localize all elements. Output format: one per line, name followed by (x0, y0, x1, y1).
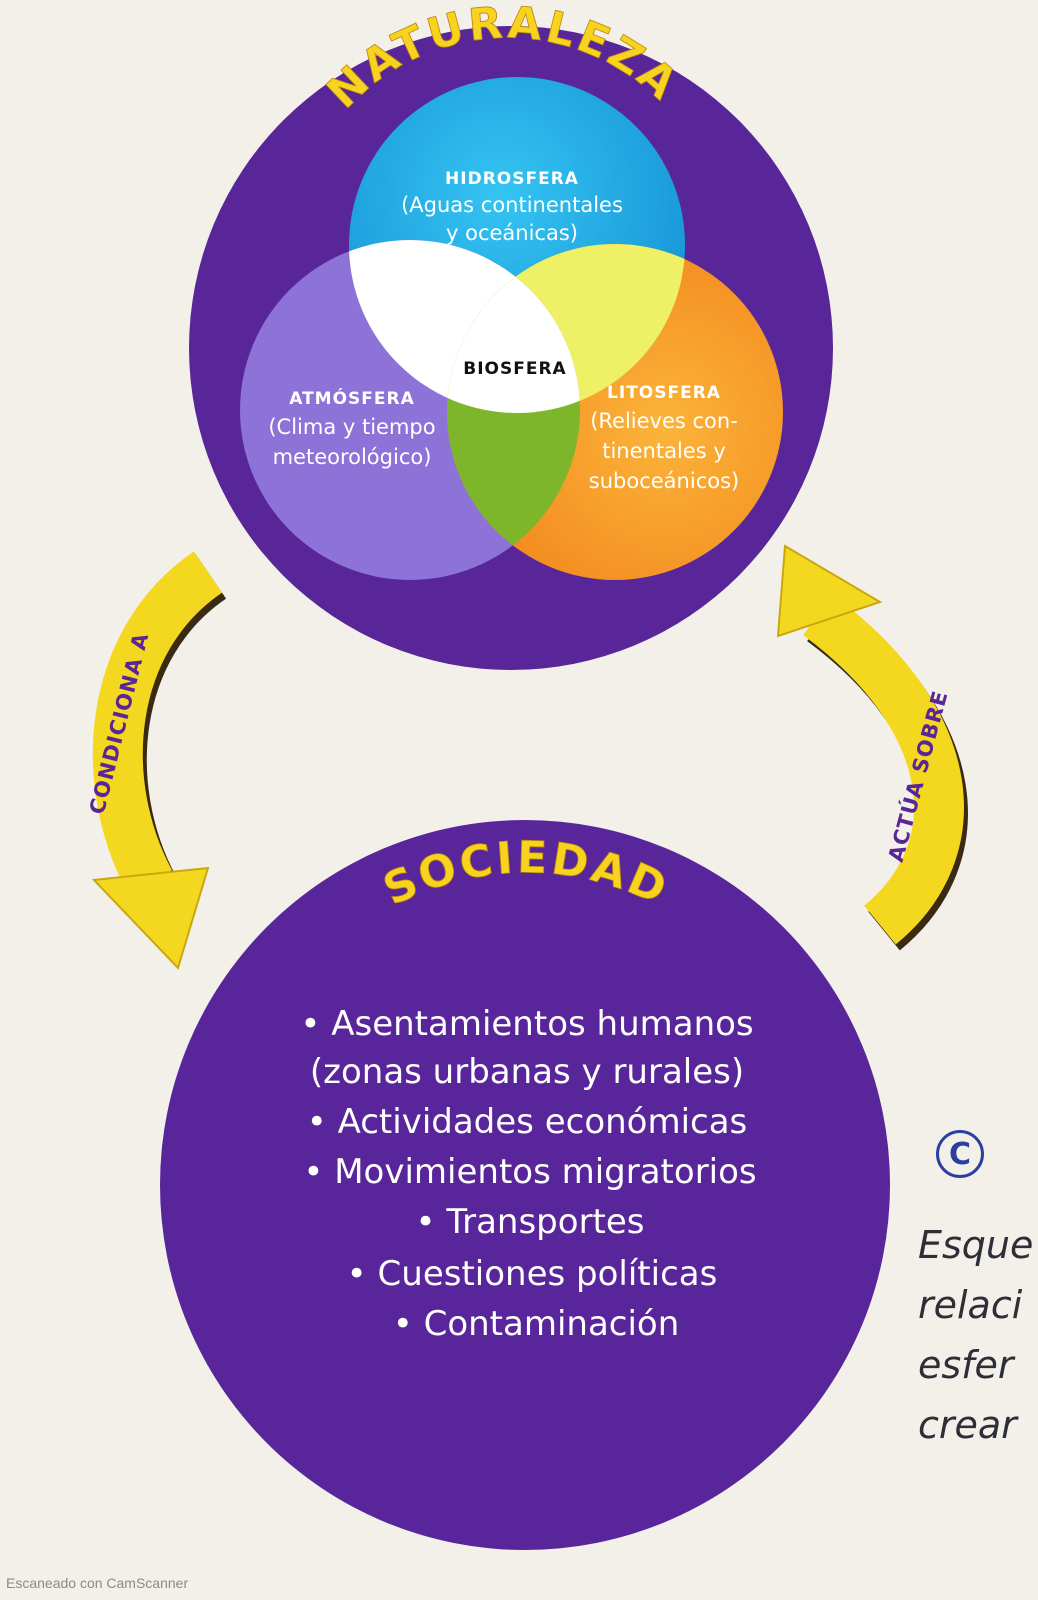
caption-text: Esque relaci esfer crear (918, 1215, 1038, 1455)
condiciona-arrow (91, 551, 227, 970)
sociedad-item: • Actividades económicas (307, 1102, 748, 1142)
scanner-footer: Escaneado con CamScanner (6, 1575, 189, 1591)
biosfera-center (447, 244, 580, 413)
caption-line: crear (918, 1403, 1017, 1447)
litosfera-desc-2: tinentales y (602, 439, 726, 463)
sociedad-item: • Movimientos migratorios (303, 1152, 756, 1192)
sociedad-item: • Cuestiones políticas (347, 1254, 718, 1294)
hidrosfera-desc-2: y oceánicas) (446, 221, 578, 245)
caption-line: relaci (918, 1283, 1023, 1327)
sociedad-item: (zonas urbanas y rurales) (310, 1052, 744, 1092)
sociedad-item: • Transportes (415, 1202, 644, 1242)
hidrosfera-desc-1: (Aguas continentales (401, 193, 623, 217)
caption-line: esfer (918, 1343, 1014, 1387)
caption-line: Esque (918, 1223, 1034, 1267)
atmosfera-desc-1: (Clima y tiempo (268, 415, 435, 439)
hidrosfera-label: HIDROSFERA (445, 169, 579, 189)
biosfera-label: BIOSFERA (463, 359, 566, 379)
atmosfera-label: ATMÓSFERA (289, 387, 415, 409)
litosfera-desc-1: (Relieves con- (590, 409, 738, 433)
atmosfera-desc-2: meteorológico) (273, 445, 432, 469)
caption-letter-badge: C (936, 1130, 984, 1178)
sociedad-item: • Contaminación (393, 1304, 680, 1344)
litosfera-label: LITOSFERA (607, 383, 721, 403)
litosfera-desc-3: suboceánicos) (589, 469, 739, 493)
sociedad-item: • Asentamientos humanos (300, 1004, 753, 1044)
actua-arrow (776, 544, 968, 951)
sociedad-circle (160, 820, 890, 1550)
